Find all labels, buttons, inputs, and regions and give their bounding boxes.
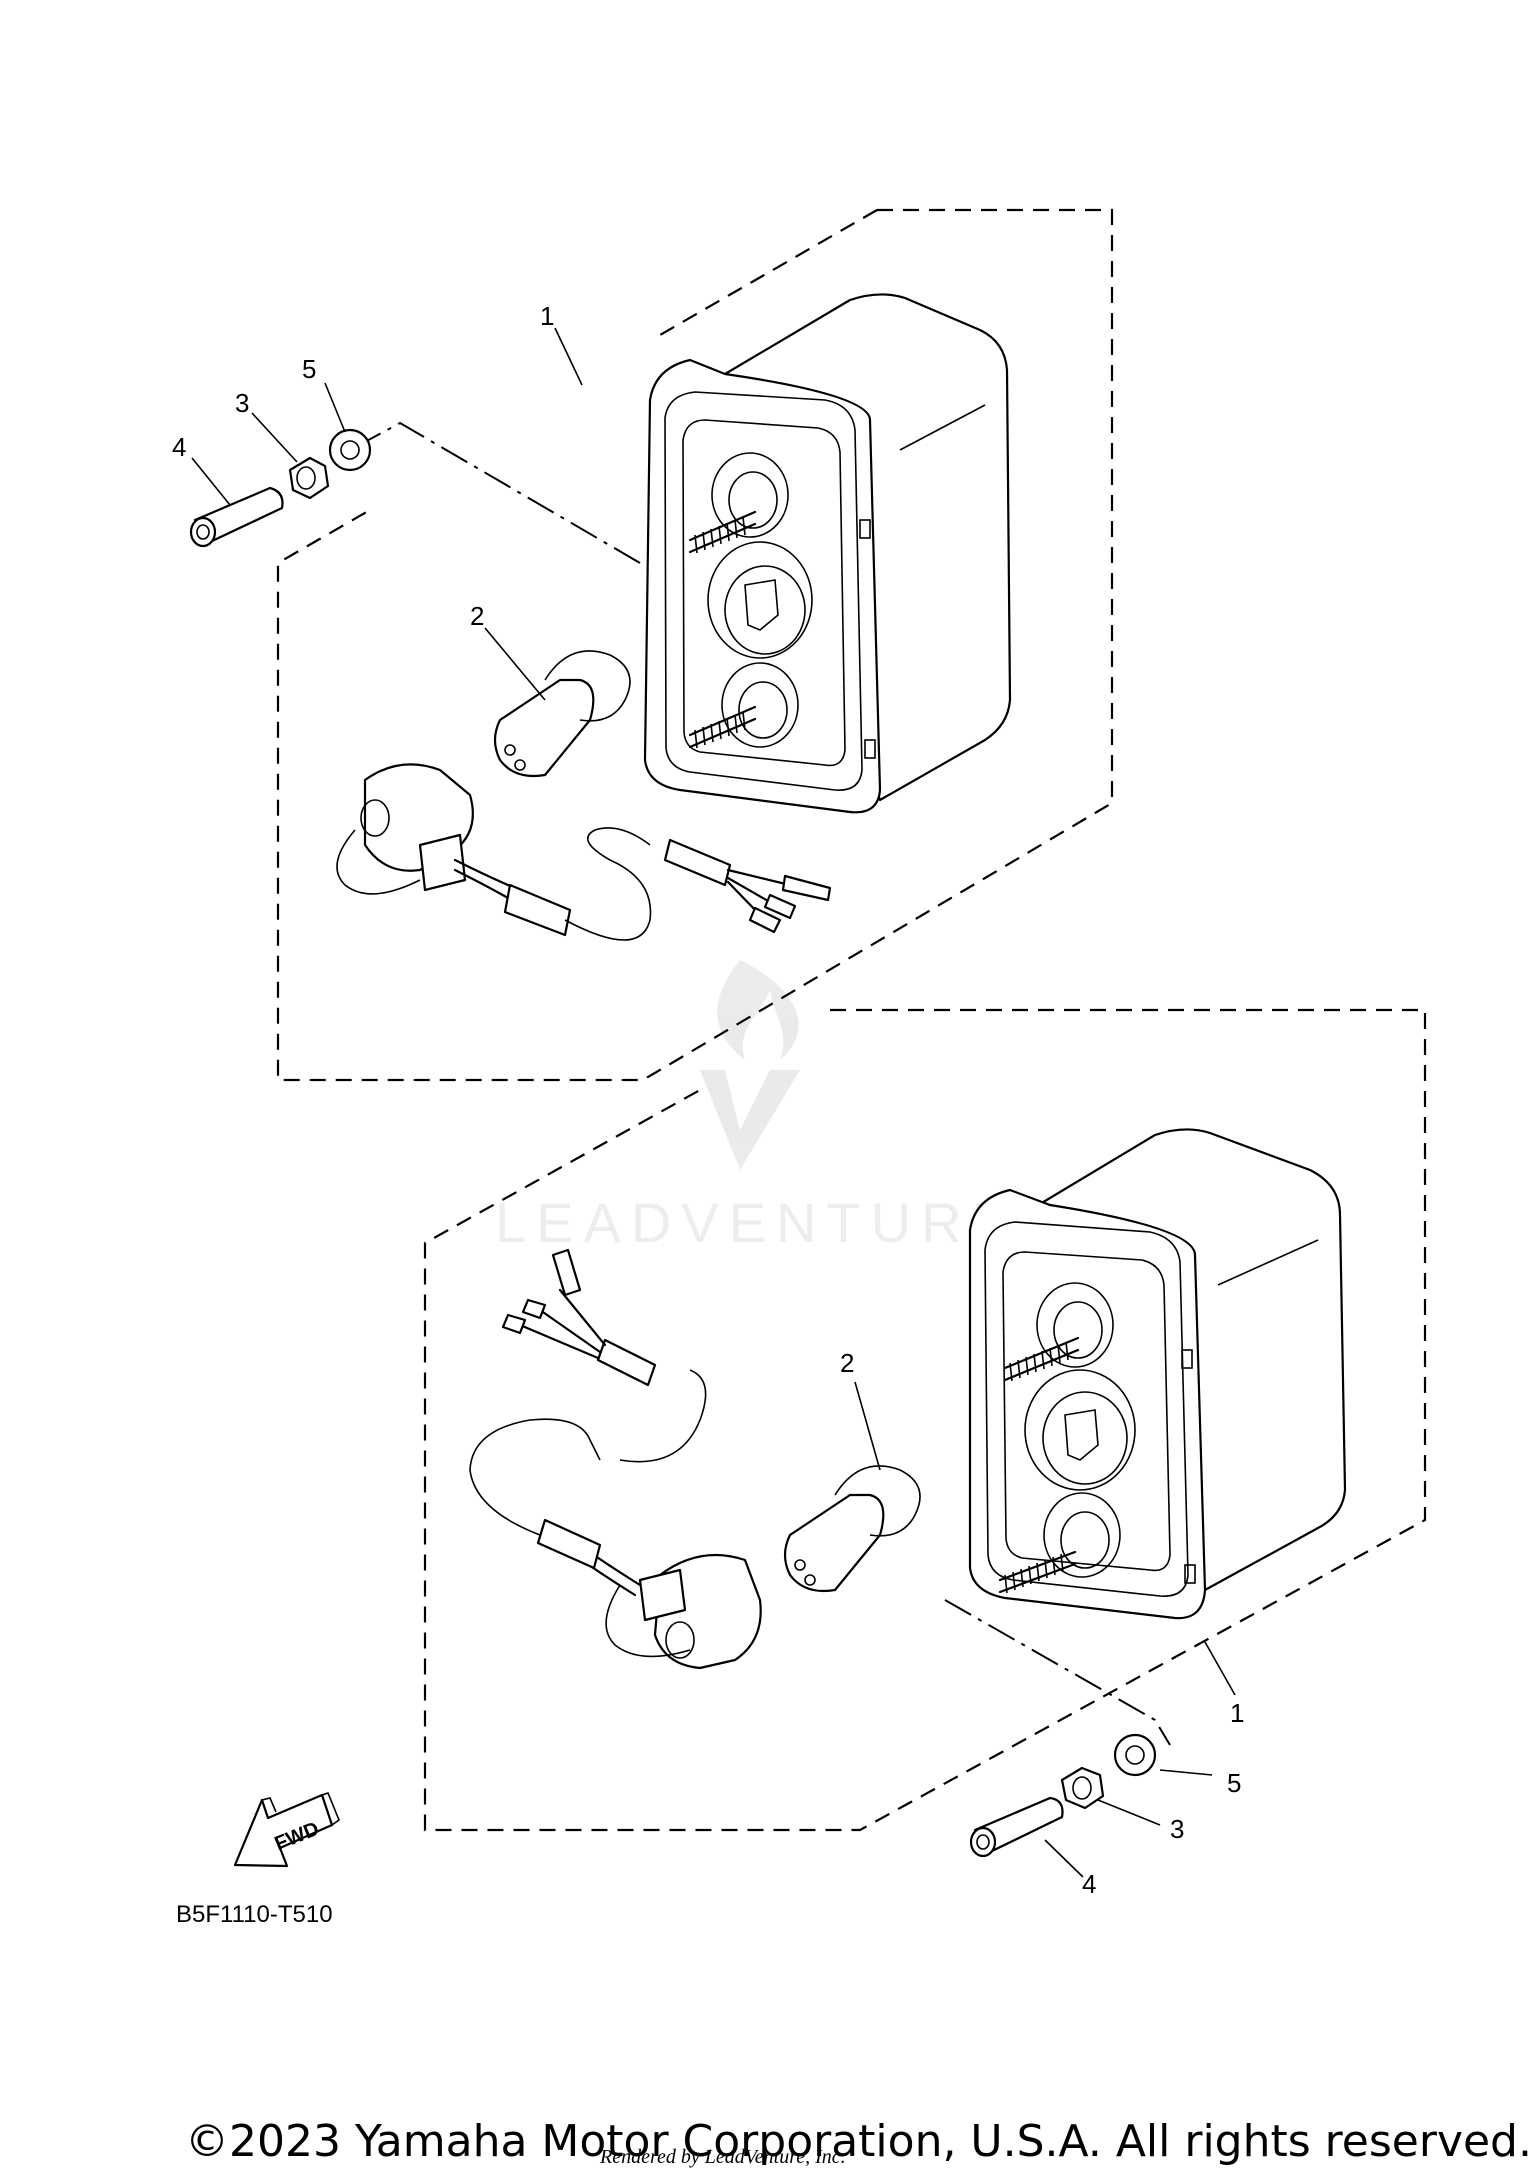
upper-callout-2: 2 — [470, 601, 484, 631]
upper-callout-3: 3 — [235, 388, 249, 418]
lower-assembly-boundary — [423, 1008, 1427, 1832]
upper-collar-part-4 — [189, 486, 284, 548]
upper-socket-harness — [336, 763, 832, 941]
upper-bulb-part-2 — [493, 650, 631, 778]
parts-diagram: 1 2 3 5 4 — [172, 208, 1427, 1928]
upper-callout-1: 1 — [540, 301, 554, 331]
upper-washer-part-5 — [328, 428, 372, 472]
upper-callout-leaders — [191, 327, 583, 701]
lower-callout-4: 4 — [1082, 1869, 1096, 1899]
upper-callout-4: 4 — [172, 432, 186, 462]
upper-assembly-boundary — [276, 208, 1114, 1082]
lower-collar-part-4 — [969, 1796, 1064, 1858]
lower-socket-harness — [469, 1248, 762, 1670]
lower-callout-2: 2 — [840, 1348, 854, 1378]
upper-callout-5: 5 — [302, 354, 316, 384]
lower-callout-1: 1 — [1230, 1698, 1244, 1728]
copyright-text: ©2023 Yamaha Motor Corporation, U.S.A. A… — [185, 2116, 1532, 2167]
lower-tail-lamp-housing — [968, 1128, 1347, 1620]
fwd-arrow-icon: FWD — [233, 1792, 340, 1868]
upper-tail-lamp-housing — [643, 293, 1012, 814]
watermark-logo — [700, 960, 800, 1170]
upper-nut-part-3 — [288, 456, 330, 500]
lower-bulb-part-2 — [783, 1465, 921, 1593]
lower-callout-3: 3 — [1170, 1814, 1184, 1844]
lower-callout-5: 5 — [1227, 1768, 1241, 1798]
lower-nut-part-3 — [1060, 1766, 1105, 1810]
lower-washer-part-5 — [1113, 1733, 1157, 1777]
watermark-text: LEADVENTURE — [495, 1191, 1019, 1254]
diagram-code: B5F1110-T510 — [176, 1901, 333, 1928]
rendered-by-text: Rendered by LeadVenture, Inc. — [600, 2146, 846, 2168]
lower-callout-leaders — [854, 1381, 1236, 1878]
